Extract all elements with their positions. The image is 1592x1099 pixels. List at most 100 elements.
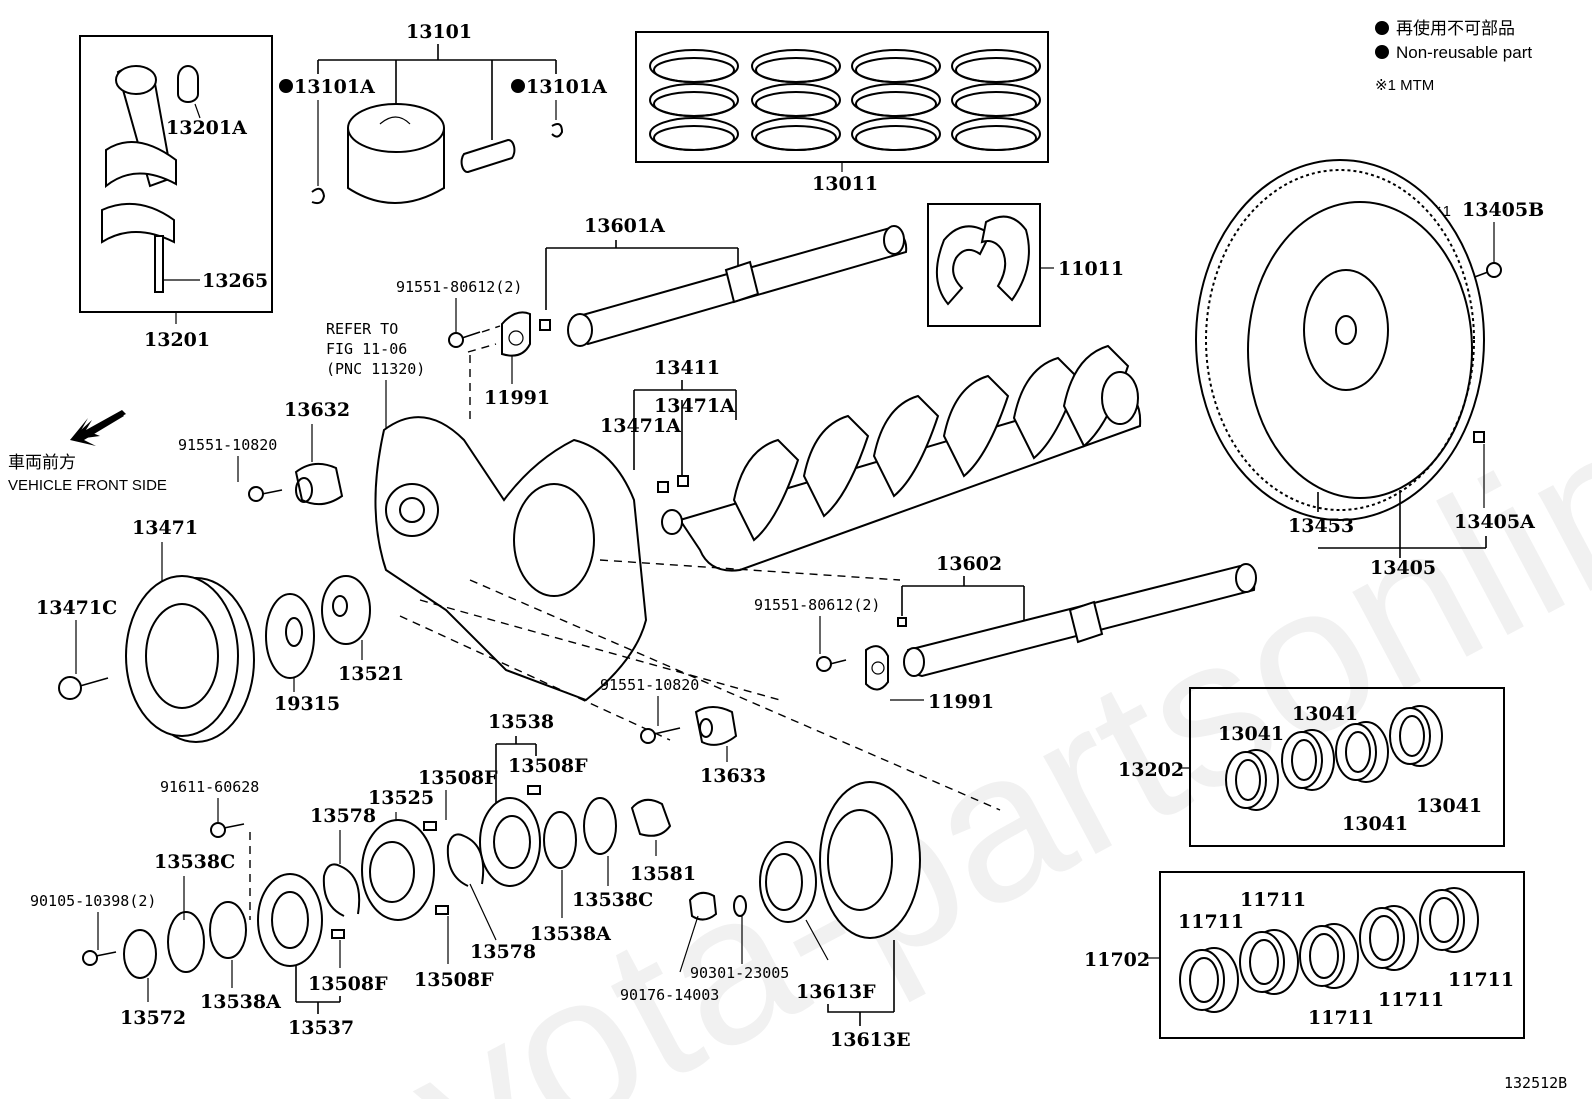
refer-line-1: REFER TO [326,320,398,338]
main-bearing-part [1239,931,1285,993]
vehicle-front-en: VEHICLE FRONT SIDE [8,477,167,494]
piston-ring-inner [955,91,1037,117]
main-bearing-part [1419,889,1465,951]
key-part [677,475,689,487]
label-13405: 13405 [1370,557,1436,579]
thrust-washer-part [980,215,1030,302]
plate-hole [508,330,524,346]
sprocket-group: 19315 13521 [265,575,404,715]
crank-web-part [802,414,870,518]
piston-ring-inner [755,125,837,151]
label-13453: 13453 [1288,515,1354,537]
label-13471A-a: 13471A [600,415,681,437]
label-13613E: 13613E [830,1029,911,1051]
piston-ring-inner [855,125,937,151]
refer-to-note: REFER TO FIG 11-06 (PNC 11320) [326,320,425,430]
rotor-bore [285,617,303,647]
pulley-hub [145,603,219,709]
lower-sprocket-group: 13538 13508F 13508F 13525 13578 13578 13… [257,711,653,1039]
label-11711-a: 11711 [1178,911,1244,933]
label-13521: 13521 [338,663,404,685]
bolt-head-part [448,332,464,348]
snap-ring-part [583,797,617,855]
label-13041-b: 13041 [1292,703,1358,725]
leader-line [679,915,699,973]
label-91551-10820-top: 91551-10820 [178,436,277,454]
snap-ring-part [446,833,485,887]
label-90301-23005: 90301-23005 [690,964,789,982]
leader-bracket [295,966,341,1014]
crank-web-part [1062,344,1130,448]
bearing-plate-part [501,311,531,357]
gasket-part [733,895,747,917]
crank-nose [661,509,683,535]
leader-bracket [317,44,557,140]
idler-pulley-group: 13613F 13613E [759,781,921,1051]
bolt-shank [653,727,681,735]
dowel-pin-part [331,929,345,939]
label-11991-top: 11991 [484,387,550,409]
shaft-end [883,225,905,255]
piston-ring-inner [653,91,735,117]
label-11711-b: 11711 [1240,889,1306,911]
bearing-plate-part [865,645,889,691]
rod-bearing-inner [1235,759,1261,801]
thrust-washer-group: 11011 [927,203,1124,327]
leader-bracket [545,240,739,310]
shaft-pin [897,617,907,627]
snap-ring-part [322,863,361,917]
piston-ring-inner [855,57,937,83]
bolt-head-part [248,486,264,502]
crank-pulley-group: 13471 13471C [36,517,255,743]
leader-line [469,883,497,941]
rod-small-end [115,65,157,95]
thrust-washer-box [927,203,1041,327]
bolt-shank [223,823,245,829]
label-13101: 13101 [406,21,472,43]
piston-ring-inner [955,125,1037,151]
label-13633: 13633 [700,765,766,787]
leader-bracket [901,576,1025,620]
non-reusable-dot-icon [1375,21,1389,35]
housing-bore-inner [399,497,425,523]
bolt-head-part [816,656,832,672]
rod-bearing-box [1189,687,1505,847]
label-11711-e: 11711 [1448,969,1514,991]
refer-line-2: FIG 11-06 [326,340,407,358]
balance-shaft-upper-group: 13601A [539,215,908,347]
leader-line [194,103,201,119]
piston-group: 13101 13101A 13101A [279,21,607,205]
main-bearing-part [1299,925,1345,987]
rod-big-end [105,141,177,189]
label-13538C-b: 13538C [572,889,653,911]
label-11991-bottom: 11991 [928,691,994,713]
crank-flange [1101,371,1139,425]
dowel-pin-part [435,905,449,915]
idler-gear-group: 13632 91551-10820 [178,399,350,506]
retainer-plate-part [123,929,157,979]
label-13538A-a: 13538A [200,991,281,1013]
leader-bracket [495,736,537,808]
sprocket-plate-part [479,797,541,887]
label-13041-d: 13041 [1416,795,1482,817]
seal-inner [765,853,803,911]
snap-ring-part [311,187,326,205]
label-13471: 13471 [132,517,198,539]
label-13405A: 13405A [1454,511,1535,533]
shaft-end [567,313,593,347]
lower-left-group: 91611-60628 13538C 13538A 90105-10398(2)… [30,778,281,1029]
main-bearing-inner [1429,897,1459,943]
piston-ring-inner [653,57,735,83]
main-bearing-inner [1249,939,1279,985]
label-13201A: 13201A [166,117,247,139]
gear-bore [332,595,348,617]
balance-shaft-lower-group: 13602 91551-80612(2) 11991 [754,553,1257,713]
main-bearing-inner [1369,915,1399,961]
label-13508F-a: 13508F [418,767,498,789]
flywheel-inner [1247,201,1473,499]
main-bearing-part [1359,907,1405,969]
label-13537: 13537 [288,1017,354,1039]
rod-bolt-part [154,235,164,293]
leader-bracket [1317,490,1487,558]
